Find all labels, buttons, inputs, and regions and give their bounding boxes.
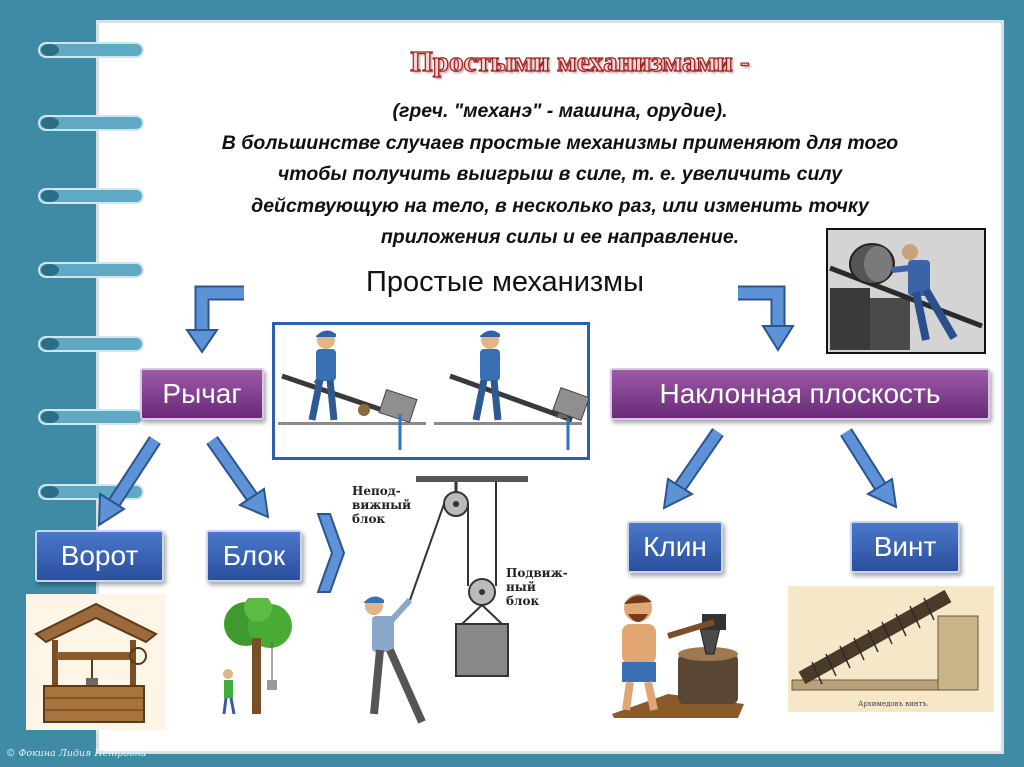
wedge-box: Клин bbox=[627, 521, 723, 573]
binder-ring bbox=[38, 42, 144, 58]
caption-line: вижный bbox=[352, 498, 412, 512]
intro-line: В большинстве случаев простые механизмы … bbox=[221, 131, 899, 154]
binder-ring bbox=[38, 409, 144, 425]
caption-line: блок bbox=[506, 594, 540, 608]
inclined-plane-box: Наклонная плоскость bbox=[610, 368, 990, 420]
winch-illustration bbox=[26, 594, 166, 730]
inclined-plane-illustration bbox=[826, 228, 986, 354]
intro-line: чтобы получить выигрыш в силе, т. е. уве… bbox=[277, 163, 843, 185]
intro-line: действующую на тело, в несколько раз, ил… bbox=[251, 194, 869, 217]
copyright: © Фокина Лидия Петровна bbox=[6, 748, 147, 759]
pulley-box: Блок bbox=[206, 530, 302, 582]
screw-label: Винт bbox=[873, 531, 937, 562]
winch-box: Ворот bbox=[35, 530, 164, 582]
screw-box: Винт bbox=[850, 521, 960, 573]
subtitle: Простые механизмы bbox=[366, 266, 644, 298]
pulley-label: Блок bbox=[222, 540, 286, 571]
caption-line: ный bbox=[506, 580, 536, 594]
lever-box: Рычаг bbox=[140, 368, 264, 420]
screw-illustration bbox=[788, 586, 994, 712]
binder-ring bbox=[38, 484, 144, 500]
fixed-pulley-caption: Непод- вижный блок bbox=[352, 484, 411, 526]
lever-illustration bbox=[272, 322, 590, 460]
intro-text: (греч. "механэ" - машина, орудие). В бол… bbox=[150, 96, 970, 254]
inclined-plane-label: Наклонная плоскость bbox=[659, 378, 941, 409]
lever-label: Рычаг bbox=[162, 378, 242, 409]
wedge-illustration bbox=[612, 594, 744, 718]
movable-pulley-caption: Подвиж- ный блок bbox=[506, 566, 568, 608]
caption-line: Непод- bbox=[352, 484, 401, 498]
winch-label: Ворот bbox=[60, 540, 139, 571]
binder-ring bbox=[38, 188, 144, 204]
binder-ring bbox=[38, 262, 144, 278]
screw-caption: Архимедовъ винтъ. bbox=[858, 700, 929, 708]
intro-line: (греч. "механэ" - машина, орудие). bbox=[392, 100, 728, 122]
binder-ring bbox=[38, 336, 144, 352]
binder-ring bbox=[38, 115, 144, 131]
tree-pulley-illustration bbox=[222, 598, 292, 715]
slide-title: Простыми механизмами - bbox=[410, 45, 751, 78]
caption-line: Подвиж- bbox=[506, 566, 568, 580]
wedge-label: Клин bbox=[643, 531, 707, 562]
caption-line: блок bbox=[352, 512, 386, 526]
pulley-illustration bbox=[364, 476, 528, 724]
intro-line: приложения силы и ее направление. bbox=[380, 226, 740, 248]
